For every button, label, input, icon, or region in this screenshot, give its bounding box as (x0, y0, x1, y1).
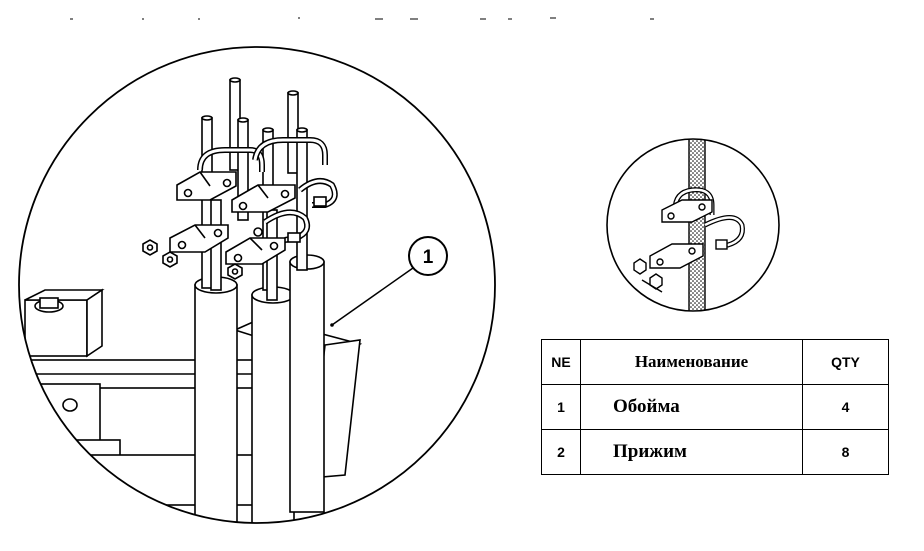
detail-view-main (18, 46, 496, 524)
table-row: 1 Обойма 4 (541, 384, 889, 430)
row-name: Прижим (580, 429, 803, 475)
row-qty: 8 (802, 429, 889, 475)
header-qty: QTY (802, 339, 889, 385)
row-number: 1 (541, 384, 581, 430)
row-name: Обойма (580, 384, 803, 430)
callout-number: 1 (423, 247, 434, 268)
header-number: NE (541, 339, 581, 385)
top-scan-marks (70, 17, 654, 20)
header-name: Наименование (580, 339, 803, 385)
table-row: 2 Прижим 8 (541, 429, 889, 475)
callout-1: 1 (330, 236, 448, 327)
row-number: 2 (541, 429, 581, 475)
detail-view-secondary (606, 138, 780, 312)
parts-table-header-row: NE Наименование QTY (541, 339, 889, 385)
parts-table: NE Наименование QTY 1 Обойма 4 2 Прижим … (541, 339, 889, 475)
row-qty: 4 (802, 384, 889, 430)
